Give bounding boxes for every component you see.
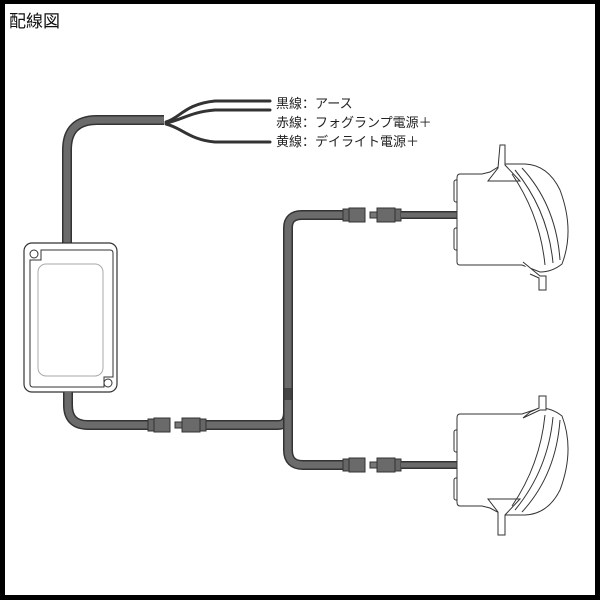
wire-label-red: 赤線：フォグランプ電源＋ [276,116,432,131]
cable-power [62,115,164,252]
connector-main [147,417,207,433]
control-box [23,242,118,393]
wire-label-black: 黒線：アース [276,97,353,112]
cable-main [63,210,345,470]
lamp-unit-lower [453,395,569,536]
lamp-unit-upper [453,144,569,291]
connector-lower [342,457,458,473]
wire-label-yellow: 黄線：デイライト電源＋ [276,135,420,150]
connector-upper [342,207,458,223]
wire-fanout [164,99,272,144]
page-title: 配線図 [9,12,60,32]
